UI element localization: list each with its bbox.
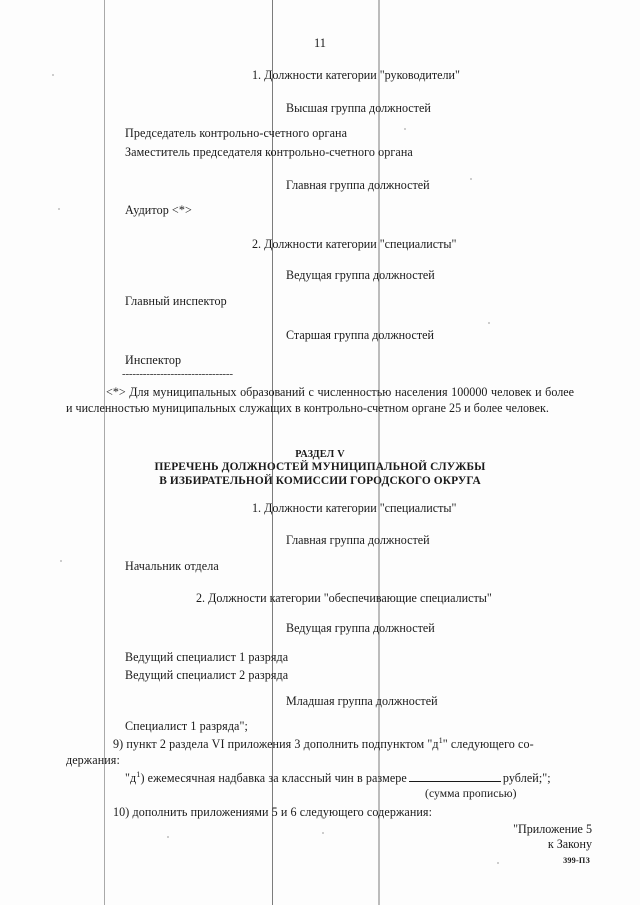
- group-highest-heading: Высшая группа должностей: [286, 101, 431, 115]
- amendment-item-9-quote: "д1) ежемесячная надбавка за классный чи…: [125, 769, 551, 786]
- appendix-reference: "Приложение 5 к Закону: [513, 822, 592, 853]
- quote-tail: рублей;";: [502, 771, 551, 785]
- post-inspector: Инспектор: [125, 353, 182, 367]
- section-title-line-2: В ИЗБИРАТЕЛЬНОЙ КОМИССИИ ГОРОДСКОГО ОКРУ…: [159, 474, 481, 487]
- group-leading-heading-2: Ведущая группа должностей: [286, 621, 435, 635]
- quote-prefix: "д: [125, 771, 137, 785]
- amendment-item-9-text: 9) пункт 2 раздела VI приложения 3 допол…: [113, 737, 439, 751]
- appendix-title: "Приложение 5: [513, 822, 592, 836]
- amendment-item-9-text-tail: " следующего со-: [442, 737, 534, 751]
- footnote-separator: --------------------------------: [122, 368, 233, 380]
- group-leading-heading-1: Ведущая группа должностей: [286, 268, 435, 282]
- post-chairman: Председатель контрольно-счетного органа: [125, 126, 348, 140]
- post-leading-specialist-1: Ведущий специалист 1 разряда: [125, 650, 289, 664]
- quote-body: ) ежемесячная надбавка за классный чин в…: [140, 771, 407, 785]
- appendix-subtitle: к Закону: [547, 837, 592, 852]
- post-auditor: Аудитор <*>: [125, 203, 192, 217]
- footnote-text: <*> Для муниципальных образований с числ…: [66, 385, 574, 415]
- amendment-item-9-line-1: 9) пункт 2 раздела VI приложения 3 допол…: [113, 735, 534, 752]
- post-leading-specialist-2: Ведущий специалист 2 разряда: [125, 668, 289, 682]
- group-junior-heading: Младшая группа должностей: [286, 694, 438, 708]
- amendment-item-9-line-2: держания:: [66, 753, 120, 767]
- post-chief-inspector: Главный инспектор: [125, 294, 227, 308]
- amendment-item-10: 10) дополнить приложениями 5 и 6 следующ…: [113, 805, 433, 819]
- section-category-2-heading: 2. Должности категории "обеспечивающие с…: [196, 591, 492, 605]
- section-heading: РАЗДЕЛ V ПЕРЕЧЕНЬ ДОЛЖНОСТЕЙ МУНИЦИПАЛЬН…: [0, 448, 640, 488]
- post-specialist-1: Специалист 1 разряда";: [125, 719, 248, 733]
- fill-in-blank-caption: (сумма прописью): [425, 787, 517, 800]
- document-code: 399-ПЗ: [563, 856, 590, 865]
- page-number: 11: [314, 36, 326, 50]
- fill-in-blank-rule: [408, 781, 501, 782]
- section-label: РАЗДЕЛ V: [295, 449, 345, 460]
- category-2-heading: 2. Должности категории "специалисты": [252, 237, 457, 251]
- quote-superscript: 1: [136, 769, 141, 779]
- group-main-heading-1: Главная группа должностей: [286, 178, 430, 192]
- group-main-heading-2: Главная группа должностей: [286, 533, 430, 547]
- category-1-heading: 1. Должности категории "руководители": [252, 68, 460, 82]
- section-title-line-1: ПЕРЕЧЕНЬ ДОЛЖНОСТЕЙ МУНИЦИПАЛЬНОЙ СЛУЖБЫ: [154, 461, 486, 474]
- section-category-1-heading: 1. Должности категории "специалисты": [252, 501, 457, 515]
- group-senior-heading: Старшая группа должностей: [286, 328, 434, 342]
- amendment-item-9-superscript: 1: [438, 735, 443, 745]
- post-head-of-department: Начальник отдела: [125, 559, 219, 573]
- post-deputy-chairman: Заместитель председателя контрольно-счет…: [125, 145, 413, 159]
